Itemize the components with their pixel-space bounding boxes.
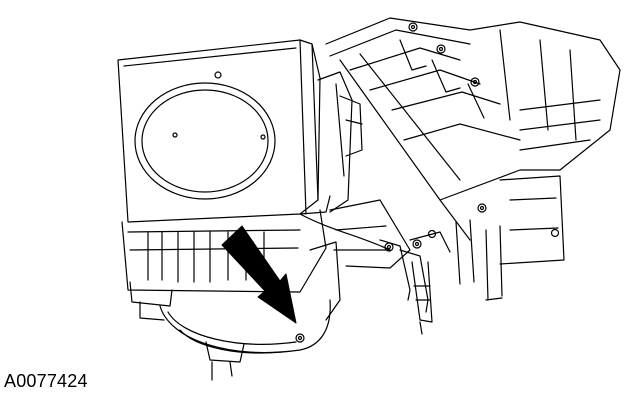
center-duct <box>317 71 411 269</box>
pointer-arrow-icon <box>221 225 297 324</box>
evaporator-case <box>325 17 621 241</box>
pipes-and-fittings <box>299 175 565 335</box>
figure-id-label: A0077424 <box>4 371 88 391</box>
blower-housing <box>117 39 341 381</box>
